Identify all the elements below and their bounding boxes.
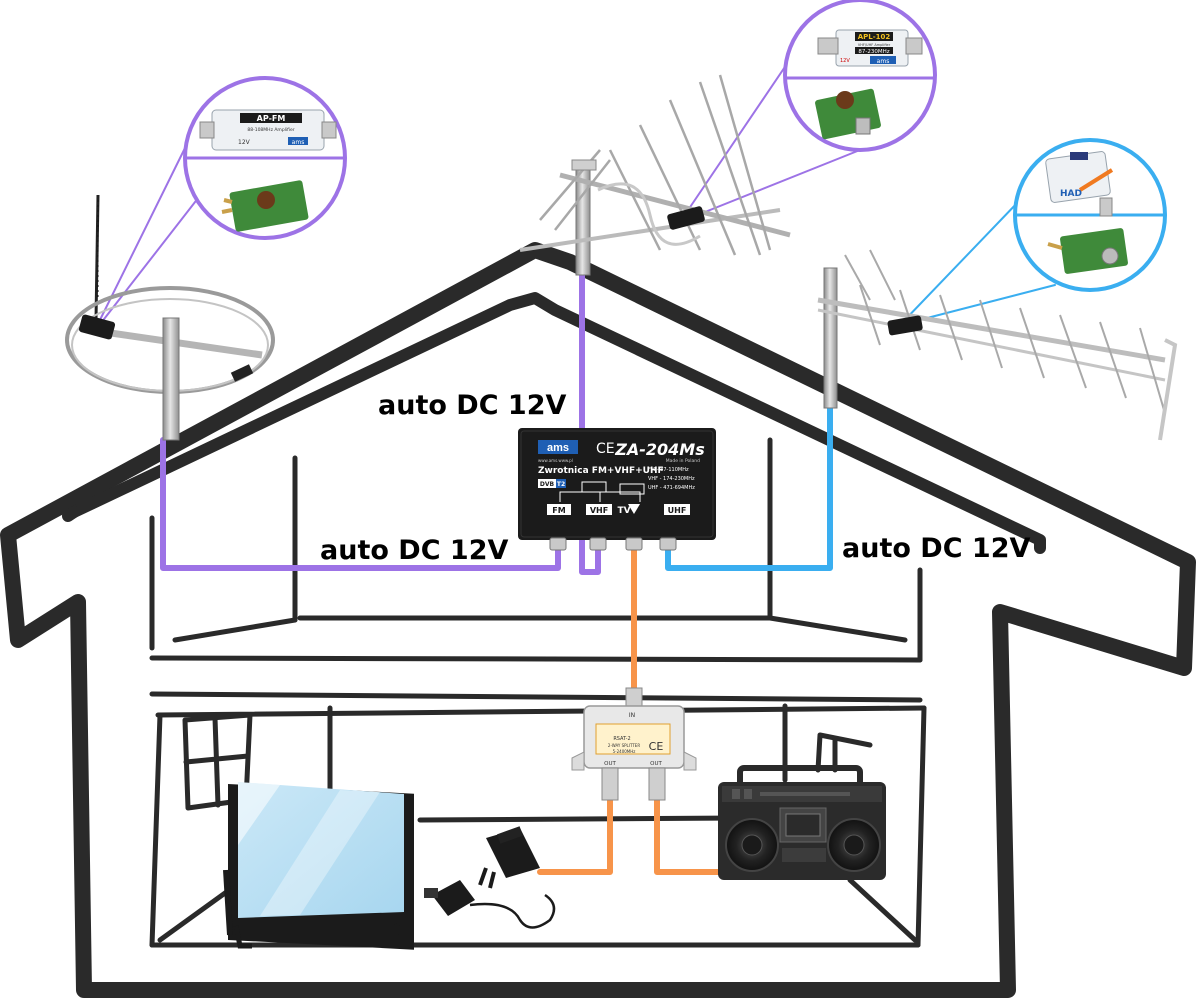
uhf-antenna <box>817 249 1178 441</box>
radio-boombox <box>718 765 886 880</box>
diplexer-dvb: DVB <box>540 481 555 488</box>
fm-amp-brand: ams <box>292 139 305 146</box>
splitter-rsat2: IN RSAT-2 2-WAY SPLITTER 5-2400MHz CE OU… <box>571 687 697 801</box>
diplexer-made: Made in Poland <box>666 458 700 464</box>
splitter-desc: 2-WAY SPLITTER <box>608 743 640 748</box>
dc-label-vhf: auto DC 12V <box>378 390 567 421</box>
splitter-in: IN <box>629 712 635 719</box>
fm-amp-volt: 12V <box>238 139 251 146</box>
television <box>223 782 414 950</box>
vhf-amp-name: APL-102 <box>858 33 891 41</box>
diplexer-model: ZA-204Ms <box>614 440 704 459</box>
splitter-out-1: OUT <box>604 761 616 767</box>
dc-label-fm: auto DC 12V <box>320 535 509 566</box>
diplexer-port-tv: TV <box>617 506 630 516</box>
callout-fm-amplifier: AP-FM 88-108MHz Amplifier 12V ams <box>183 76 347 240</box>
diplexer-za204ms: ams CE ZA-204Ms www.ams.www.pl Made in P… <box>518 428 716 551</box>
splitter-freq: 5-2400MHz <box>613 749 636 754</box>
cable-radio-out <box>654 797 721 875</box>
vhf-antenna <box>519 74 791 276</box>
diplexer-title: Zwrotnica FM+VHF+UHF <box>538 466 664 476</box>
diplexer-band-uhf: UHF - 471-694MHz <box>648 485 695 491</box>
uhf-amp-brand: HAD <box>1060 189 1082 199</box>
vhf-amp-spec1: VHF/UHF Amplifier <box>858 43 891 47</box>
vhf-amp-volt: 12V <box>840 58 850 64</box>
diplexer-band-fm: FM - 87-110MHz <box>648 467 689 473</box>
fm-antenna <box>65 194 275 441</box>
house-outline <box>0 242 1196 998</box>
diplexer-port-uhf: UHF <box>668 506 687 515</box>
fm-amp-spec: 88-108MHz Amplifier <box>247 127 294 133</box>
diplexer-dvb-t2: T2 <box>557 481 565 488</box>
splitter-out-2: OUT <box>650 761 662 767</box>
diplexer-band-vhf: VHF - 174-230MHz <box>648 476 695 482</box>
cable-uhf <box>665 402 833 571</box>
diplexer-port-vhf: VHF <box>590 506 608 515</box>
vhf-amp-spec2: 87-230MHz <box>858 49 889 55</box>
vhf-amp-brand: ams <box>877 58 890 65</box>
diplexer-brand: ams <box>547 442 569 454</box>
power-supply-inserter <box>424 826 556 929</box>
diplexer-ce: CE <box>596 441 615 457</box>
callout-uhf-amplifier: HAD <box>1013 138 1167 292</box>
fm-amp-name: AP-FM <box>257 114 286 123</box>
diplexer-url: www.ams.www.pl <box>538 458 573 463</box>
splitter-model: RSAT-2 <box>613 736 630 742</box>
dc-label-uhf: auto DC 12V <box>842 533 1031 564</box>
splitter-ce: CE <box>649 740 664 753</box>
callout-vhf-amplifier: APL-102 VHF/UHF Amplifier 87-230MHz 12V … <box>783 0 937 152</box>
cable-vhf <box>579 269 601 575</box>
cable-fm <box>160 437 561 571</box>
cable-tv-out <box>537 797 613 875</box>
diplexer-port-fm: FM <box>552 506 565 515</box>
